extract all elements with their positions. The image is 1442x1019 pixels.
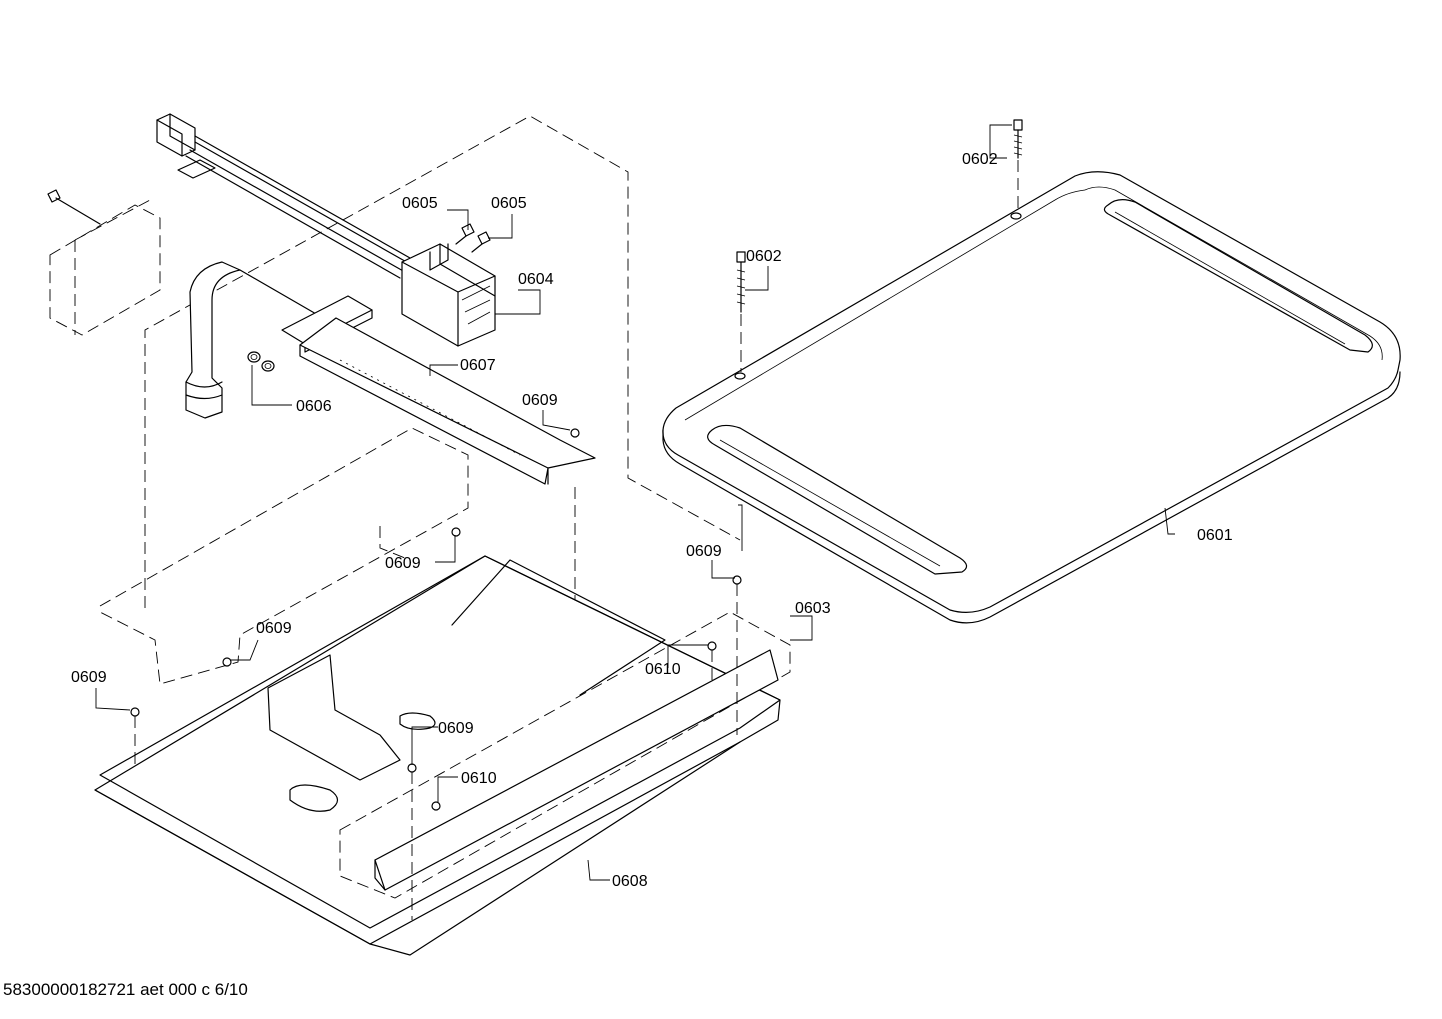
- callout-0610-tray: 0610: [461, 770, 497, 787]
- callout-0601: 0601: [1197, 527, 1233, 544]
- document-id: 58300000182721 aet 000 c 6/10: [3, 980, 248, 999]
- callout-0607: 0607: [460, 357, 496, 374]
- screw-0602-top: [1013, 119, 1023, 212]
- callout-0609-mid: 0609: [256, 620, 292, 637]
- callout-0602-left: 0602: [746, 248, 782, 265]
- heat-shield-dashed: [99, 427, 469, 685]
- callout-0609-right: 0609: [686, 543, 722, 560]
- callout-0605-a: 0605: [402, 195, 438, 212]
- callout-0608: 0608: [612, 873, 648, 890]
- callout-0606: 0606: [296, 398, 332, 415]
- screws-0605: [455, 223, 491, 253]
- callout-0609-tray: 0609: [438, 720, 474, 737]
- callout-0605-b: 0605: [491, 195, 527, 212]
- side-bracket: [47, 189, 161, 336]
- cover-plate-0601: [662, 171, 1401, 624]
- leader-lines: [95, 124, 1175, 881]
- screw-0602-left: [736, 251, 746, 372]
- callout-0602-top: 0602: [962, 151, 998, 168]
- callout-0610-right: 0610: [645, 661, 681, 678]
- callout-0609-rail: 0609: [522, 392, 558, 409]
- callout-0603: 0603: [795, 600, 831, 617]
- screws-0609-0610: [130, 428, 742, 920]
- front-channel-0603: [339, 611, 791, 899]
- callout-0604: 0604: [518, 271, 554, 288]
- tray-0608: [94, 555, 781, 956]
- callout-0609-shield: 0609: [385, 555, 421, 572]
- wire-harness: [156, 113, 411, 279]
- burner-rail-0607: [281, 295, 596, 485]
- nuts-0606: [247, 351, 275, 372]
- callout-labels: 0601 0602 0602 0603 0604 0605 0605 0606 …: [71, 151, 1233, 890]
- connector-0604: [401, 243, 496, 347]
- callout-0609-left: 0609: [71, 669, 107, 686]
